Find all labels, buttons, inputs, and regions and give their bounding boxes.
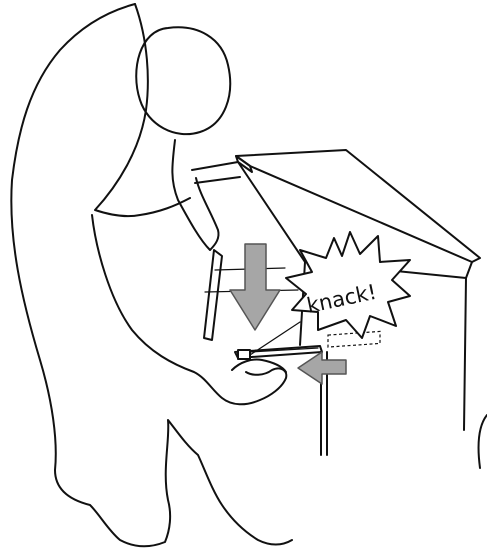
cabinet-right-panel xyxy=(464,262,472,430)
person-hand-lower xyxy=(232,359,286,372)
person-front-arm xyxy=(172,140,218,250)
floor-edge xyxy=(479,415,487,468)
cabinet-top-panel xyxy=(236,150,480,262)
arrow-down-icon xyxy=(230,244,280,330)
rail-clip xyxy=(238,350,250,359)
cabinet-frame-top xyxy=(195,177,240,183)
rail-extension-dashed xyxy=(328,331,380,347)
person-head xyxy=(136,27,230,134)
arrow-left-icon xyxy=(298,352,346,384)
side-board xyxy=(204,250,222,340)
